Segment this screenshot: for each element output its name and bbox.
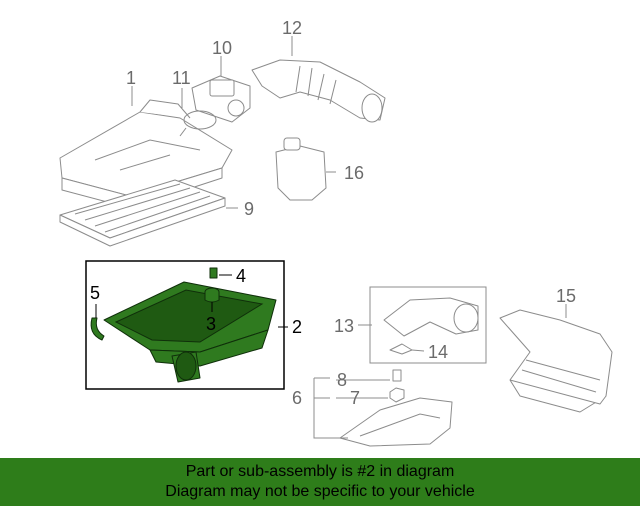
part-3-grommet[interactable]: [204, 287, 220, 303]
callout-11: 11: [172, 68, 191, 88]
part-5-clip[interactable]: [90, 317, 105, 341]
part-7-nut[interactable]: [389, 387, 405, 403]
part-4-fastener[interactable]: [209, 267, 218, 279]
parts-diagram: 1 11 10 12 16 9 4 5 3 2 13 14 15 8 7 6: [59, 18, 613, 447]
callout-5: 5: [90, 283, 100, 303]
callout-13: 13: [334, 316, 354, 336]
callout-8: 8: [337, 370, 347, 390]
part-2-lower-housing[interactable]: [103, 281, 277, 383]
part-13-duct[interactable]: [383, 297, 479, 337]
part-8-stud[interactable]: [392, 369, 402, 382]
banner-line-2: Diagram may not be specific to your vehi…: [165, 483, 475, 500]
part-11-clamp[interactable]: [179, 110, 217, 137]
callout-2: 2: [292, 317, 302, 337]
callout-10: 10: [212, 38, 232, 58]
part-16-reservoir[interactable]: [275, 137, 327, 201]
callout-3: 3: [206, 314, 216, 334]
callout-7: 7: [350, 388, 360, 408]
part-9-air-filter[interactable]: [59, 179, 226, 247]
part-6-bracket[interactable]: [339, 397, 453, 447]
part-12-intake-duct[interactable]: [251, 59, 386, 123]
callout-16: 16: [344, 163, 364, 183]
part-15-resonator[interactable]: [499, 309, 613, 413]
callout-12: 12: [282, 18, 302, 38]
callout-14: 14: [428, 342, 448, 362]
callout-labels: 1 11 10 12 16 9 4 5 3 2 13 14 15 8 7 6: [90, 18, 576, 408]
callout-4: 4: [236, 266, 246, 286]
leader-lines: [95, 36, 567, 439]
banner-line-1: Part or sub-assembly is #2 in diagram: [185, 463, 455, 480]
part-10-maf-sensor[interactable]: [191, 75, 251, 123]
callout-9: 9: [244, 199, 254, 219]
callout-15: 15: [556, 286, 576, 306]
callout-6: 6: [292, 388, 302, 408]
info-banner: Part or sub-assembly is #2 in diagram Di…: [0, 458, 640, 506]
callout-1: 1: [126, 68, 136, 88]
part-1-air-cleaner-cover[interactable]: [59, 99, 233, 209]
